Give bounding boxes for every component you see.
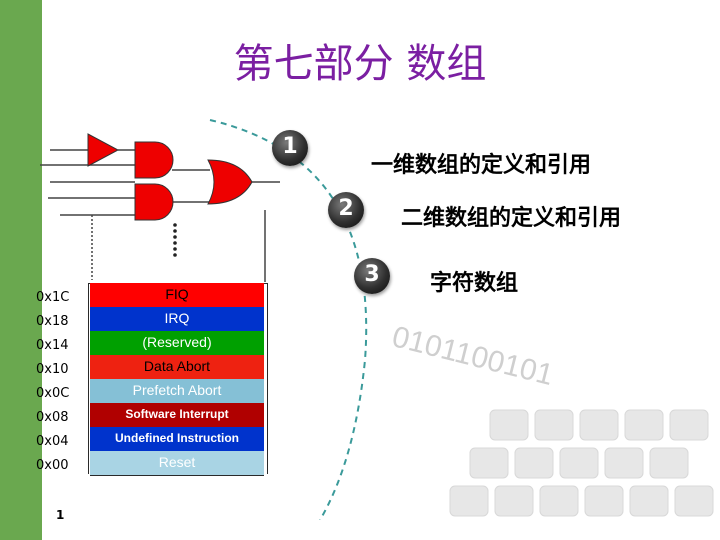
page-number: 1 xyxy=(56,508,65,522)
vector-address: 0x1C xyxy=(36,290,70,305)
background-digits: 0101100101 xyxy=(389,320,557,392)
vector-row-irq: IRQ xyxy=(90,307,264,332)
vector-row-undefined-instruction: Undefined Instruction xyxy=(90,427,264,452)
vector-row-data-abort: Data Abort xyxy=(90,355,264,380)
vector-address: 0x10 xyxy=(36,362,69,377)
vector-address: 0x14 xyxy=(36,338,69,353)
item-1-label[interactable]: 一维数组的定义和引用 xyxy=(371,153,592,178)
vector-address: 0x18 xyxy=(36,314,69,329)
item-1-number-badge: 1 xyxy=(272,130,308,166)
vector-row-software-interrupt: Software Interrupt xyxy=(90,403,264,428)
vector-row-prefetch-abort: Prefetch Abort xyxy=(90,379,264,404)
vector-row-reset: Reset xyxy=(90,451,264,476)
and-gate-bottom xyxy=(134,183,174,221)
slide-title: 第七部分 数组 xyxy=(233,41,487,87)
item-3-number-badge: 3 xyxy=(354,258,390,294)
vector-address: 0x04 xyxy=(36,434,69,449)
logic-gate-diagram xyxy=(40,133,280,282)
vector-address: 0x08 xyxy=(36,410,69,425)
vector-row-fiq: FIQ xyxy=(90,283,264,308)
buffer-gate xyxy=(87,133,120,167)
and-gate-top xyxy=(134,141,174,179)
decorative-arc xyxy=(209,119,368,520)
item-3-label[interactable]: 字符数组 xyxy=(430,271,519,296)
sidebar-strip xyxy=(0,0,42,540)
vector-row-reserved: (Reserved) xyxy=(90,331,264,356)
keyboard-background-image: 0101100101 xyxy=(389,320,714,517)
item-2-label[interactable]: 二维数组的定义和引用 xyxy=(401,206,622,231)
item-2-number-badge: 2 xyxy=(328,192,364,228)
vector-address: 0x0C xyxy=(36,386,70,401)
vector-address: 0x00 xyxy=(36,458,69,473)
or-gate xyxy=(207,159,253,205)
